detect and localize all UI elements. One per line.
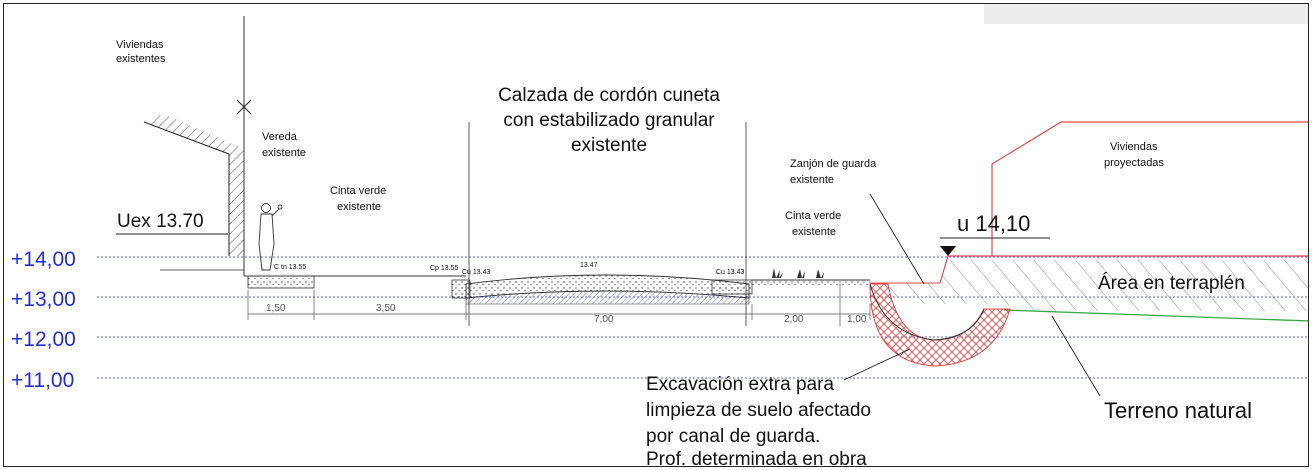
label-excavacion-2: limpieza de suelo afectado xyxy=(646,400,871,421)
label-area-terraplen: Área en terraplén xyxy=(1098,273,1245,294)
label-viviendas-existentes-1: Viviendas xyxy=(116,39,164,51)
label-vereda-2: existente xyxy=(262,147,306,159)
elev-cu-left: Cu 13.43 xyxy=(462,269,491,276)
dim-2-00: 2,00 xyxy=(784,314,804,325)
label-terreno-natural: Terreno natural xyxy=(1104,398,1252,423)
label-cinta-right-1: Cinta verde xyxy=(785,210,841,222)
elev-crown: 13.47 xyxy=(580,262,598,269)
label-cinta-left-2: existente xyxy=(337,201,381,213)
road-pavement xyxy=(451,122,753,326)
label-calzada-2: con estabilizado granular xyxy=(503,110,715,131)
right-green-strip xyxy=(752,279,870,326)
sidewalk-section xyxy=(244,275,466,289)
dim-1-50: 1,50 xyxy=(266,303,286,314)
label-calzada-3: existente xyxy=(571,135,647,156)
projected-houses-outline xyxy=(939,121,1308,284)
terreno-leader xyxy=(1051,315,1101,397)
label-excavacion-1: Excavación extra para xyxy=(646,374,834,395)
level-label-13: +13,00 xyxy=(11,288,76,311)
cross-section-drawing: +14,00 +13,00 +12,00 +11,00 Uex 13.70 xyxy=(3,3,1309,467)
label-viviendas-proyectadas-1: Viviendas xyxy=(1110,141,1158,153)
natural-terrain-line xyxy=(1003,309,1308,322)
level-label-14: +14,00 xyxy=(11,248,76,271)
label-cinta-left-1: Cinta verde xyxy=(330,185,386,197)
embankment-fill-area xyxy=(870,260,1308,311)
level-label-12: +12,00 xyxy=(11,328,76,351)
excavation-area xyxy=(869,283,1011,367)
label-viviendas-existentes-2: existentes xyxy=(116,53,166,65)
dim-1-00: 1,00 xyxy=(847,314,867,325)
cross-section-svg: +14,00 +13,00 +12,00 +11,00 Uex 13.70 xyxy=(11,4,1308,467)
elev-ctn: C tn 13.55 xyxy=(274,264,306,271)
dimension-line xyxy=(247,290,871,320)
label-vereda-1: Vereda xyxy=(262,131,298,143)
level-label-11: +11,00 xyxy=(11,369,74,392)
existing-houses-wall xyxy=(143,114,244,256)
dim-3-50: 3,50 xyxy=(376,303,396,314)
dim-7-00: 7,00 xyxy=(594,314,614,325)
zanjon-leader xyxy=(869,193,925,285)
label-viviendas-proyectadas-2: proyectadas xyxy=(1104,157,1164,169)
property-line-arrow-icon xyxy=(236,99,252,115)
uex-label: Uex 13.70 xyxy=(117,211,204,232)
shadow-artifact xyxy=(984,4,1308,24)
elevation-marker-icon xyxy=(940,237,1050,256)
elev-cp-left: Cp 13.55 xyxy=(430,265,459,272)
elev-cu-right: Cu 13.43 xyxy=(716,269,745,276)
excavacion-leader xyxy=(843,348,911,381)
label-zanjon-1: Zanjón de guarda xyxy=(790,158,877,170)
ditch-curve xyxy=(869,283,985,341)
person-figure-icon xyxy=(258,203,283,271)
label-zanjon-2: existente xyxy=(790,174,834,186)
shrubs-icon xyxy=(772,268,824,278)
label-excavacion-3: por canal de guarda. xyxy=(646,426,820,447)
label-calzada-1: Calzada de cordón cuneta xyxy=(498,85,720,106)
u-projected-label: u 14,10 xyxy=(957,211,1030,236)
label-excavacion-4: Prof. determinada en obra xyxy=(646,449,867,467)
label-cinta-right-2: existente xyxy=(792,226,836,238)
